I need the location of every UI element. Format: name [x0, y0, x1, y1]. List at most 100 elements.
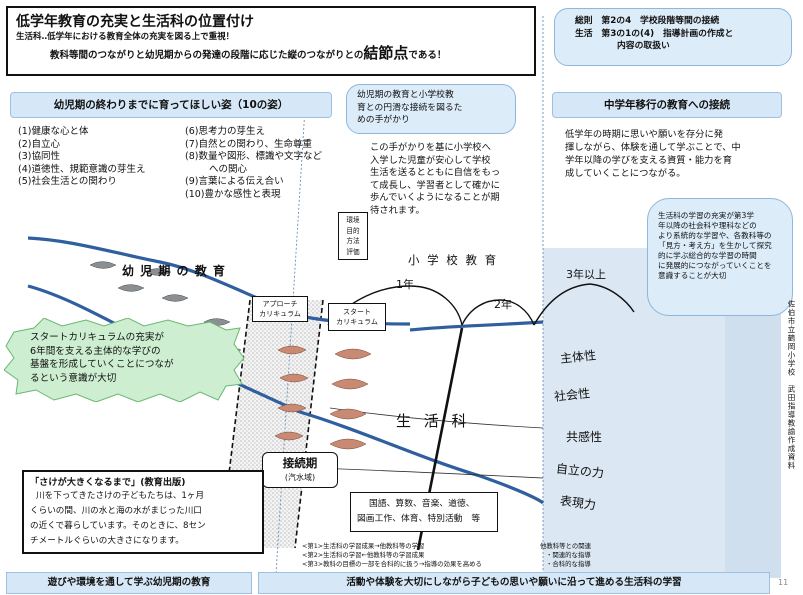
figure-item: (7)自然との関わり、生命尊重	[185, 138, 312, 150]
year2-arc	[461, 299, 535, 326]
burst-line: スタートカリキュラムの充実が	[30, 332, 165, 343]
competency-empathy: 共感性	[566, 430, 603, 444]
bubble-line: 幼児期の教育と小学校教	[357, 90, 454, 100]
figure-item: (6)思考力の芽生え	[185, 126, 265, 137]
planning-element: 方法	[346, 237, 360, 245]
early-childhood-education-label: 幼 児 期 の 教 育	[122, 264, 226, 278]
figure-item: (5)社会生活との関わり	[18, 176, 117, 188]
transition-period-subtitle: (汽水域)	[284, 473, 316, 482]
author-credit: 佐伯市立鶴岡小学校 武田指導教諭作成資料	[787, 300, 796, 470]
reference-line-3: 内容の取扱い	[617, 41, 670, 51]
bubble-line: 的に学ぶ総合的な学習の時間	[658, 251, 757, 260]
river-inner-line-2	[309, 467, 544, 479]
related-subjects-notes: 他教科等との関連 ・関連的な指導 ・合科的な指導	[540, 542, 591, 569]
figure-item: への関心	[209, 163, 248, 175]
integration-note: <第3>教科の目標の一部を合科的に扱う→指導の効果を高める	[302, 560, 482, 568]
transition-period-title: 接続期	[282, 456, 318, 470]
bubble-line: 生活科の学習の充実が第3学	[658, 211, 754, 220]
start-line: スタート	[343, 308, 371, 316]
start-curriculum-burst-text: スタートカリキュラムの充実が 6年間を支える主体的な学びの 基盤を形成していくこ…	[30, 331, 174, 385]
salmon-story-box: 「さけが大きくなるまで」(教育出版) 川を下ってきたさけの子どもたちは、1ヶ月 …	[22, 470, 264, 554]
key-statement: 教科等間のつながりと幼児期からの発達の段階に応じた縦のつながりとの結節点である！	[16, 43, 526, 66]
burst-line: るという意識が大切	[30, 372, 117, 384]
center-line: 入学した児童が安心して学校	[370, 154, 491, 166]
bubble-line: に発展的につながっていくことを	[658, 261, 772, 270]
middle-line: 揮しながら、体験を通して学ぶことで、中	[565, 142, 741, 153]
ten-figures-right-list: (6)思考力の芽生え (7)自然との関わり、生命尊重 (8)数量や図形、標識や文…	[185, 126, 322, 202]
figure-item: (2)自立心	[18, 138, 60, 150]
related-note: ・関連的な指導	[546, 551, 591, 559]
figure-item: (3)協同性	[18, 151, 60, 163]
page-title: 低学年教育の充実と生活科の位置付け	[16, 14, 254, 30]
middle-grade-description: 低学年の時期に思いや願いを存分に発 揮しながら、体験を通して学ぶことで、中 学年…	[565, 128, 741, 180]
river-upper-bank-right	[409, 320, 544, 332]
elementary-education-label: 小 学 校 教 育	[408, 253, 499, 267]
key-statement-keyword: 結節点	[363, 44, 409, 62]
key-statement-pre: 教科等間のつながりと幼児期からの発達の段階に応じた縦のつながりとの	[50, 50, 364, 61]
life-studies-significance-bubble: 生活科の学習の充実が第3学 年以降の社会科や理科などの より系統的な学習や、各教…	[647, 198, 793, 316]
year3-arc	[533, 283, 635, 326]
salmon-school-band	[274, 345, 372, 450]
year1-label: 1年	[396, 278, 414, 291]
bottom-left-banner: 遊びや環境を通して学ぶ幼児期の教育	[6, 572, 252, 594]
ten-figures-banner: 幼児期の終わりまでに育ってほしい姿（10の姿）	[10, 92, 332, 118]
page-subtitle: 生活科‥低学年における教育全体の充実を図る上で重視！	[16, 32, 235, 42]
middle-line: 成していくことにつながる。	[565, 168, 686, 179]
integration-note: <第2>生活科の学習←他教科等の学習成果	[302, 551, 425, 559]
bottom-right-banner: 活動や体験を大切にしながら子どもの思いや願いに沿って進める生活科の学習	[258, 572, 770, 594]
bubble-line: より系統的な学習や、各教科等の	[658, 231, 772, 240]
page-number: 11	[778, 578, 789, 587]
approach-line: アプローチ	[262, 300, 298, 308]
center-line: 待されます。	[370, 204, 425, 216]
planning-element: 評価	[346, 247, 360, 256]
curriculum-reference: 総則 第2の4 学校段階等間の接続 生活 第3の1の(4) 指導計画の作成と 内…	[554, 8, 792, 66]
salmon-story-title: 「さけが大きくなるまで」(教育出版)	[30, 477, 186, 488]
planning-element: 目的	[346, 226, 360, 235]
start-curriculum-burst	[4, 318, 245, 402]
bubble-line: 年以降の社会科や理科などの	[658, 221, 757, 230]
other-subjects-box: 国語、算数、音楽、道徳、 図画工作、体育、特別活動 等	[350, 492, 498, 532]
salmon-story-line: 川を下ってきたさけの子どもたちは、1ヶ月	[36, 491, 205, 501]
salmon-story-line: チメートルぐらいの大きさになります。	[30, 536, 184, 546]
burst-line: 基盤を形成していくことにつなが	[30, 359, 174, 370]
center-line: 生活を送るとともに自信をもっ	[370, 167, 501, 178]
connection-clue-bubble: 幼児期の教育と小学校教 育との円滑な接続を図るた めの手がかり	[346, 84, 516, 134]
year3-label: 3年以上	[566, 268, 606, 281]
salmon-story-line: くらいの間、川の水と海の水がまじった川口	[30, 506, 202, 516]
start-curriculum-box: スタート カリキュラム	[328, 303, 386, 331]
related-note: ・合科的な指導	[546, 560, 591, 568]
ten-figures-left-list: (1)健康な心と体 (2)自立心 (3)協同性 (4)道徳性、規範意識の芽生え …	[18, 126, 145, 189]
integration-note: <第1>生活科の学習成果→他教科等の学習	[302, 542, 425, 550]
middle-grade-banner: 中学年移行の教育への接続	[552, 92, 782, 118]
center-line: この手がかりを基に小学校へ	[370, 142, 491, 153]
key-statement-post: である！	[408, 50, 447, 61]
reference-line-1: 総則 第2の4 学校段階等間の接続	[575, 16, 720, 26]
transition-period-label: 接続期 (汽水域)	[262, 452, 338, 488]
approach-line: カリキュラム	[259, 310, 301, 318]
start-line: カリキュラム	[336, 318, 378, 326]
integration-types-notes: <第1>生活科の学習成果→他教科等の学習 <第2>生活科の学習←他教科等の学習成…	[302, 542, 482, 569]
planning-element: 環境	[346, 216, 360, 224]
subjects-line: 図画工作、体育、特別活動 等	[357, 514, 481, 524]
subjects-line: 国語、算数、音楽、道徳、	[369, 499, 475, 509]
figure-item: (8)数量や図形、標識や文字など	[185, 151, 322, 163]
bubble-line: 「見方・考え方」を生かして探究	[658, 241, 772, 250]
reference-line-2: 生活 第3の1の(4) 指導計画の作成と	[575, 28, 734, 39]
approach-curriculum-box: アプローチ カリキュラム	[252, 296, 308, 322]
related-note: 他教科等との関連	[540, 542, 592, 550]
center-description: この手がかりを基に小学校へ 入学した児童が安心して学校 生活を送るとともに自信を…	[370, 142, 500, 217]
title-box: 低学年教育の充実と生活科の位置付け 生活科‥低学年における教育全体の充実を図る上…	[6, 6, 536, 76]
start-boundary	[294, 299, 324, 549]
planning-elements-box: 環境 目的 方法 評価	[338, 212, 368, 260]
bubble-line: 育との円滑な接続を図るた	[357, 102, 463, 113]
center-line: て成長し、学習者として確かに	[370, 179, 500, 191]
bubble-line: めの手がかり	[357, 115, 410, 125]
middle-line: 学年以降の学びを支える資質・能力を育	[565, 155, 733, 166]
middle-line: 低学年の時期に思いや願いを存分に発	[565, 129, 724, 140]
center-line: 歩んでいくようになることが期	[370, 192, 500, 203]
figure-item: (10)豊かな感性と表現	[185, 188, 281, 200]
salmon-story-line: の近くで暮らしています。そのときに、8セン	[30, 521, 206, 531]
life-studies-label: 生 活 科	[396, 412, 471, 430]
figure-item: (9)言葉による伝え合い	[185, 176, 284, 188]
